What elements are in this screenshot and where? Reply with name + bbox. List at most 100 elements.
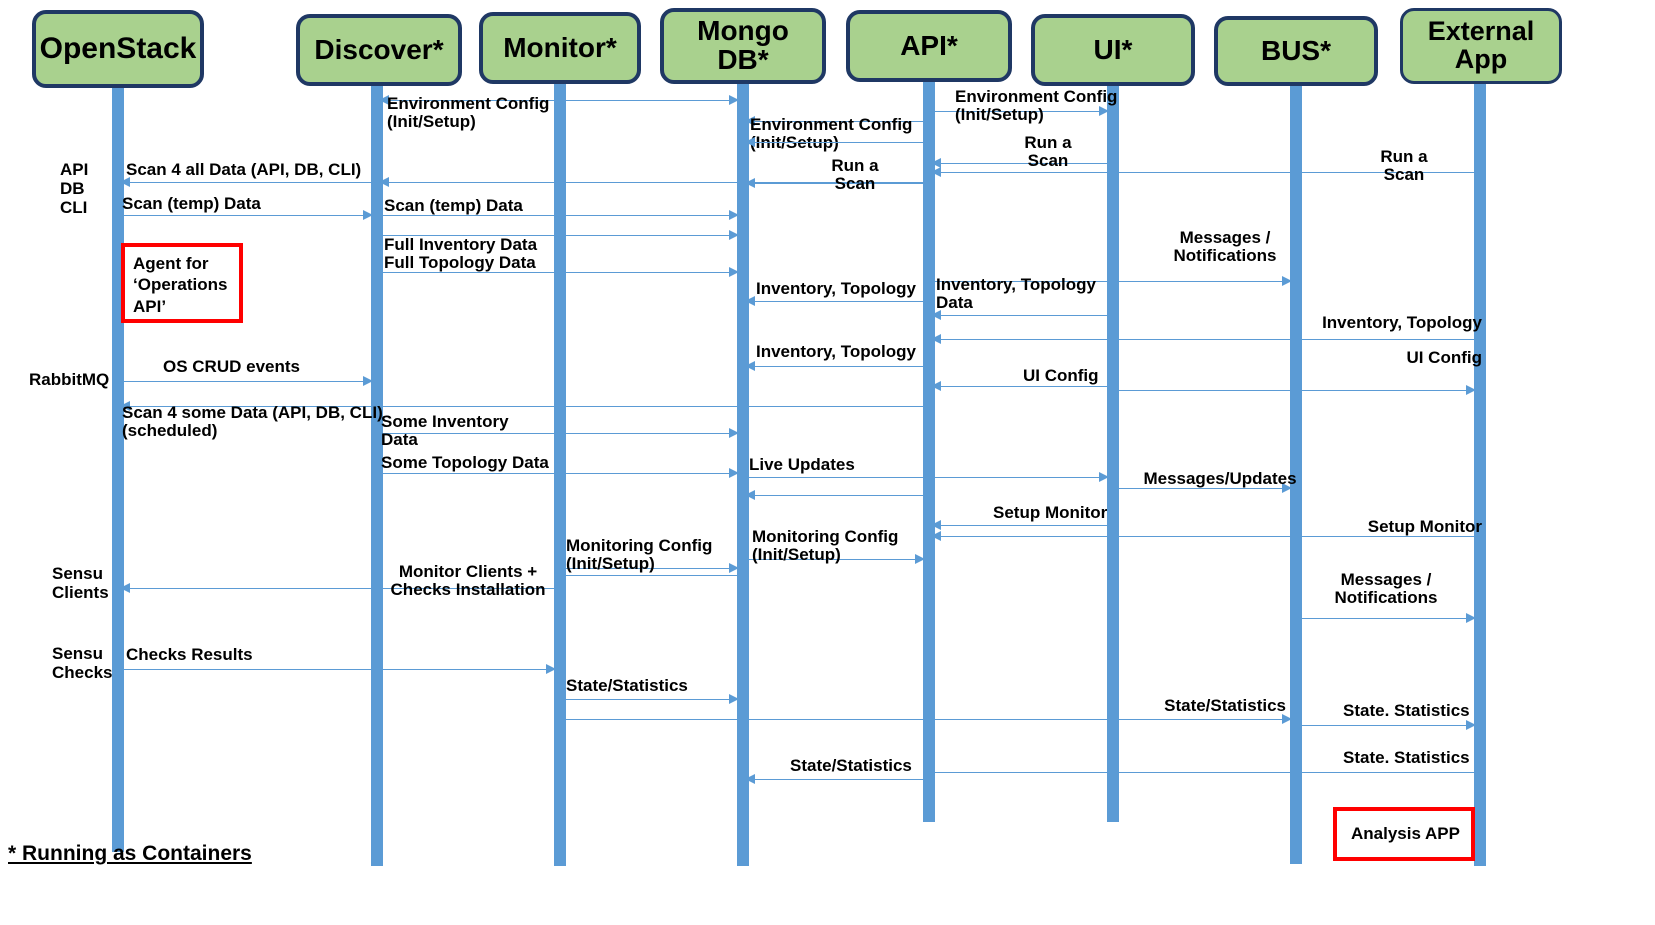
footnote-running-as-containers: * Running as Containers [8, 842, 252, 865]
message-label-m17: UI Config [1023, 366, 1099, 385]
message-label-m19: OS CRUD events [163, 357, 300, 376]
message-line-m26 [933, 536, 1474, 537]
message-line-m34 [1300, 725, 1474, 726]
message-label-m27: Monitoring Config (Init/Setup) [566, 536, 713, 574]
actor-discover[interactable]: Discover* [296, 14, 462, 86]
lifeline-externalapp [1474, 84, 1486, 866]
arrowhead-m16 [745, 361, 755, 371]
message-line-m25 [933, 525, 1107, 526]
arrowhead-m30 [1466, 613, 1476, 623]
arrowhead-m18 [1466, 385, 1476, 395]
arrowhead-m35 [745, 774, 755, 784]
message-line-m20b [381, 406, 923, 407]
message-line-m12 [933, 281, 1290, 282]
arrowhead-m01 [379, 95, 389, 105]
side-label-rabbitmq: RabbitMQ [29, 370, 110, 389]
arrowhead-m23 [1099, 472, 1109, 482]
arrowhead-m14 [931, 310, 941, 320]
lifeline-discover [371, 86, 383, 866]
arrowhead-m09 [729, 210, 739, 220]
message-label-m01: Environment Config (Init/Setup) [387, 94, 550, 132]
actor-external-app-label: External App [1427, 16, 1535, 74]
arrowhead-m27b [554, 563, 564, 573]
actor-bus-label: BUS* [1260, 34, 1331, 66]
message-label-m26: Setup Monitor [1367, 517, 1482, 536]
lifeline-mongodb [737, 84, 749, 866]
arrowhead-m04b [379, 177, 389, 187]
message-line-m28 [747, 559, 923, 560]
message-line-m03b [747, 142, 923, 143]
message-line-m03c [933, 111, 1107, 112]
message-label-m25: Setup Monitor [993, 503, 1108, 522]
message-line-m04 [122, 182, 371, 183]
message-label-m15: Inventory, Topology [1322, 313, 1482, 332]
message-line-m33 [562, 719, 1290, 720]
arrowhead-m12 [1282, 276, 1292, 286]
actor-external-app[interactable]: External App [1400, 8, 1562, 84]
arrowhead-m33 [1282, 714, 1292, 724]
arrowhead-m17 [931, 381, 941, 391]
message-line-m30 [1300, 618, 1474, 619]
arrowhead-m20 [120, 401, 130, 411]
actor-discover-label: Discover* [314, 33, 444, 65]
arrowhead-m13 [745, 296, 755, 306]
arrowhead-m28 [915, 554, 925, 564]
actor-monitor[interactable]: Monitor* [479, 12, 641, 84]
message-label-m30: Messages / Notifications [1334, 570, 1438, 608]
message-line-m20 [122, 406, 371, 407]
lifeline-bus [1290, 86, 1302, 864]
message-line-m18 [1117, 390, 1474, 391]
message-label-m34: State. Statistics [1343, 701, 1470, 720]
side-label-sensu-clients: Sensu Clients [52, 564, 109, 603]
message-line-m35 [747, 779, 923, 780]
message-label-m08: Scan (temp) Data [122, 194, 261, 213]
message-line-m14 [933, 315, 1107, 316]
actor-ui-label: UI* [1093, 33, 1133, 65]
arrowhead-m23b [745, 490, 755, 500]
message-line-m08 [118, 215, 371, 216]
actor-ui[interactable]: UI* [1031, 14, 1195, 86]
arrowhead-m21 [729, 428, 739, 438]
message-label-m29: Monitor Clients + Checks Installation [390, 562, 546, 600]
message-label-m05: Run a Scan [1024, 133, 1072, 171]
arrowhead-m29 [120, 583, 130, 593]
message-line-m16 [747, 366, 923, 367]
arrowhead-m27 [729, 563, 739, 573]
actor-api[interactable]: API* [846, 10, 1012, 82]
arrowhead-m22 [729, 468, 739, 478]
arrowhead-m03a [745, 116, 755, 126]
message-line-m35b [933, 772, 1474, 773]
message-label-m36: State. Statistics [1343, 748, 1470, 767]
actor-openstack[interactable]: OpenStack [32, 10, 204, 88]
arrowhead-m05 [931, 158, 941, 168]
arrowhead-m03b [745, 137, 755, 147]
arrowhead-m28b [739, 554, 749, 564]
actor-api-label: API* [900, 29, 958, 61]
message-line-m23 [747, 477, 1107, 478]
message-label-m24: Messages/Updates [1143, 469, 1297, 488]
actor-openstack-label: OpenStack [39, 31, 197, 65]
message-line-m11 [381, 272, 737, 273]
actor-mongodb[interactable]: Mongo DB* [660, 8, 826, 84]
message-label-m12: Messages / Notifications [1173, 228, 1277, 266]
actor-bus[interactable]: BUS* [1214, 16, 1378, 86]
message-label-m11: Full Topology Data [384, 253, 536, 272]
message-label-m10: Full Inventory Data [384, 235, 538, 254]
message-label-m23: Live Updates [749, 455, 855, 474]
arrowhead-m15 [931, 334, 941, 344]
message-line-m17 [933, 386, 1107, 387]
arrowhead-m08 [363, 210, 373, 220]
actor-monitor-label: Monitor* [503, 31, 617, 63]
message-line-m22 [381, 473, 737, 474]
callout-agent-operations-api: Agent for ‘Operations API’ [121, 243, 243, 323]
arrowhead-m34 [1466, 720, 1476, 730]
callout-analysis-app[interactable]: Analysis APP [1333, 807, 1475, 861]
message-label-m31: Checks Results [126, 645, 253, 664]
message-line-m10 [381, 235, 737, 236]
message-label-m18: UI Config [1406, 348, 1482, 367]
arrowhead-m02 [729, 95, 739, 105]
message-line-m31 [118, 669, 554, 670]
message-line-m15 [933, 339, 1474, 340]
side-label-api-db-cli: API DB CLI [60, 160, 89, 218]
